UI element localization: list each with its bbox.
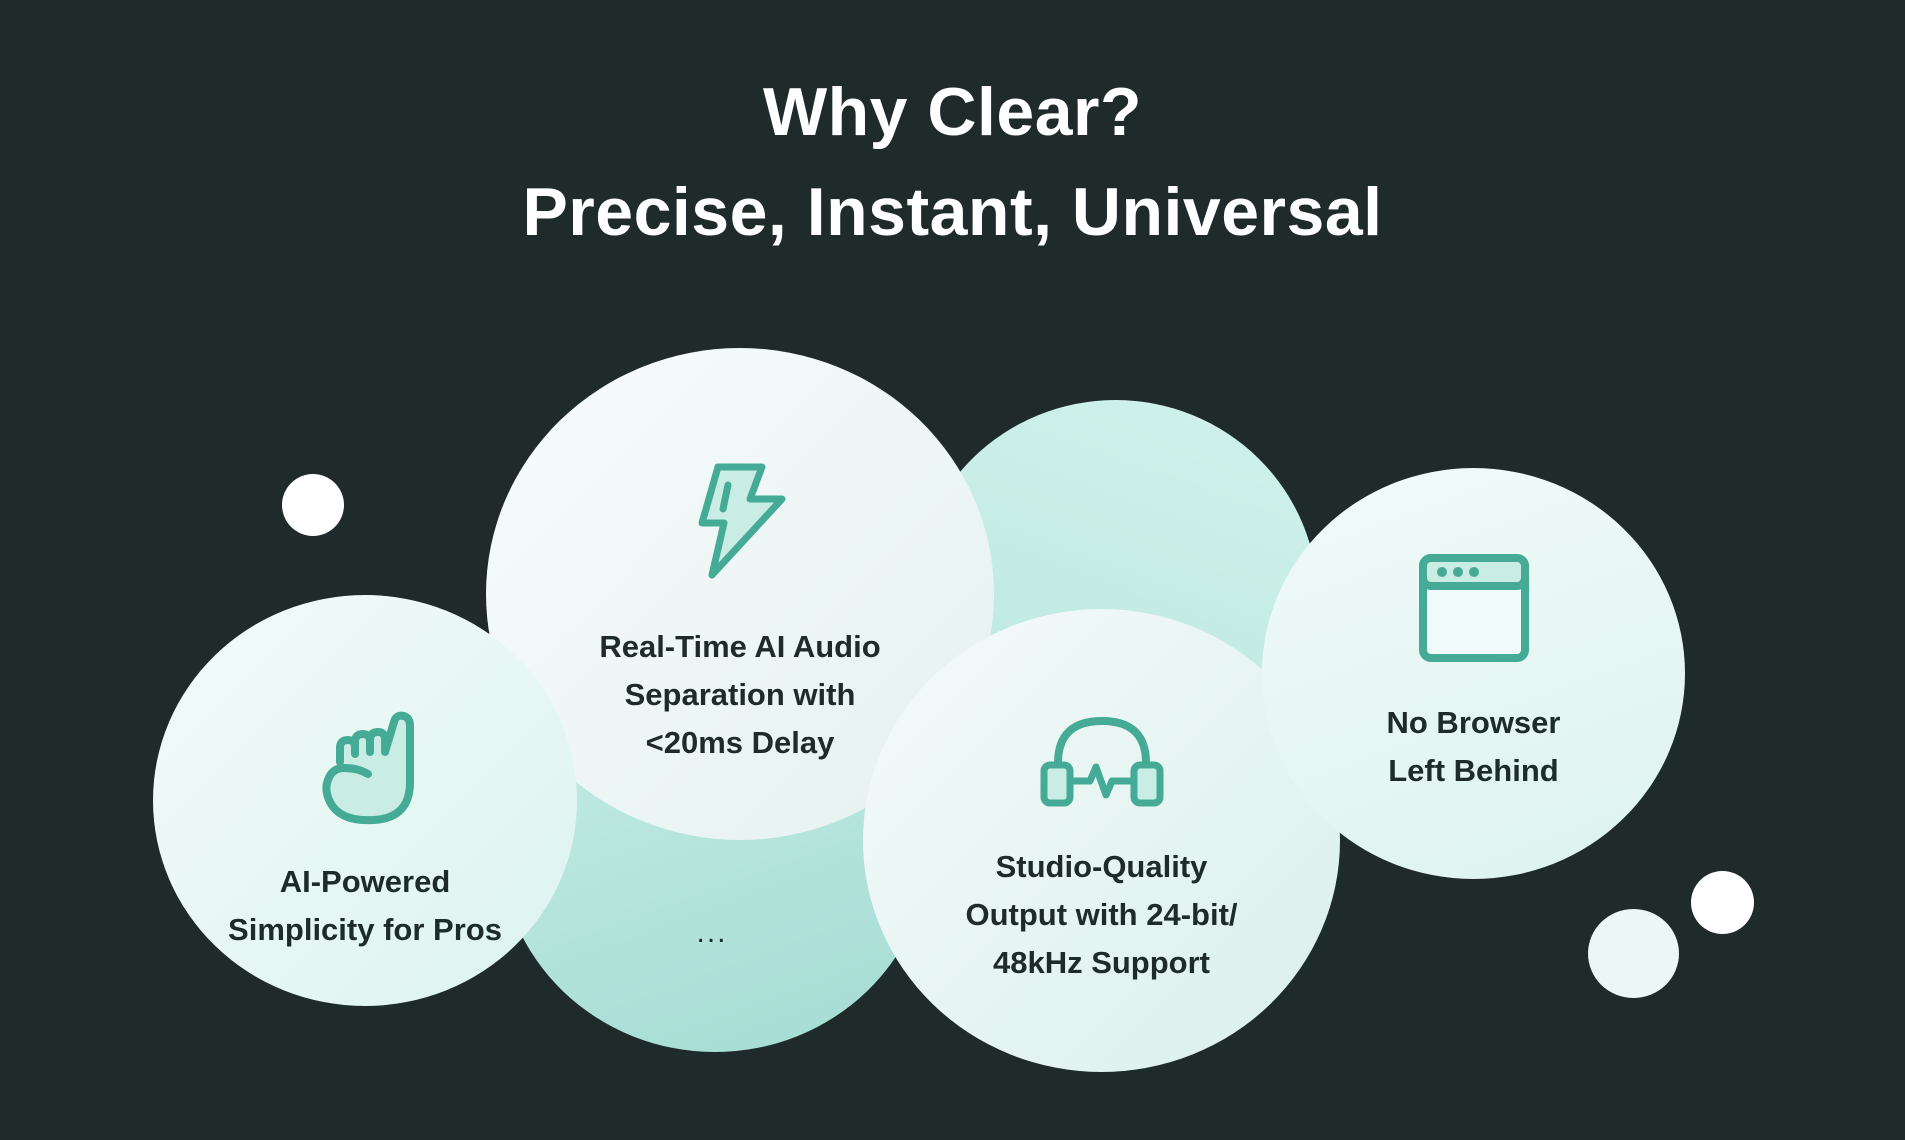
decorative-dot — [1588, 909, 1679, 998]
feature-label: AI-Powered Simplicity for Pros — [228, 863, 502, 947]
browser-window-icon — [1418, 553, 1529, 662]
section-title: Why Clear? — [762, 74, 1143, 150]
raised-hand-icon — [322, 711, 414, 824]
feature-label: No Browser Left Behind — [1386, 704, 1561, 788]
headphones-waveform-icon — [1040, 716, 1163, 806]
decorative-dot — [282, 474, 344, 536]
section-subtitle: Precise, Instant, Universal — [522, 174, 1383, 250]
lightning-bolt-icon — [698, 463, 786, 579]
more-features-indicator: ... — [696, 916, 728, 949]
decorative-dot — [1691, 871, 1754, 934]
feature-label: Studio-Quality Output with 24-bit/ 48kHz… — [965, 848, 1238, 980]
feature-label: Real-Time AI Audio Separation with <20ms… — [599, 629, 881, 760]
feature-bubble-browser: No Browser Left Behind — [1262, 468, 1685, 879]
feature-bubble-studio: Studio-Quality Output with 24-bit/ 48kHz… — [863, 609, 1340, 1072]
feature-bubble-ai: AI-Powered Simplicity for Pros — [153, 595, 577, 1006]
